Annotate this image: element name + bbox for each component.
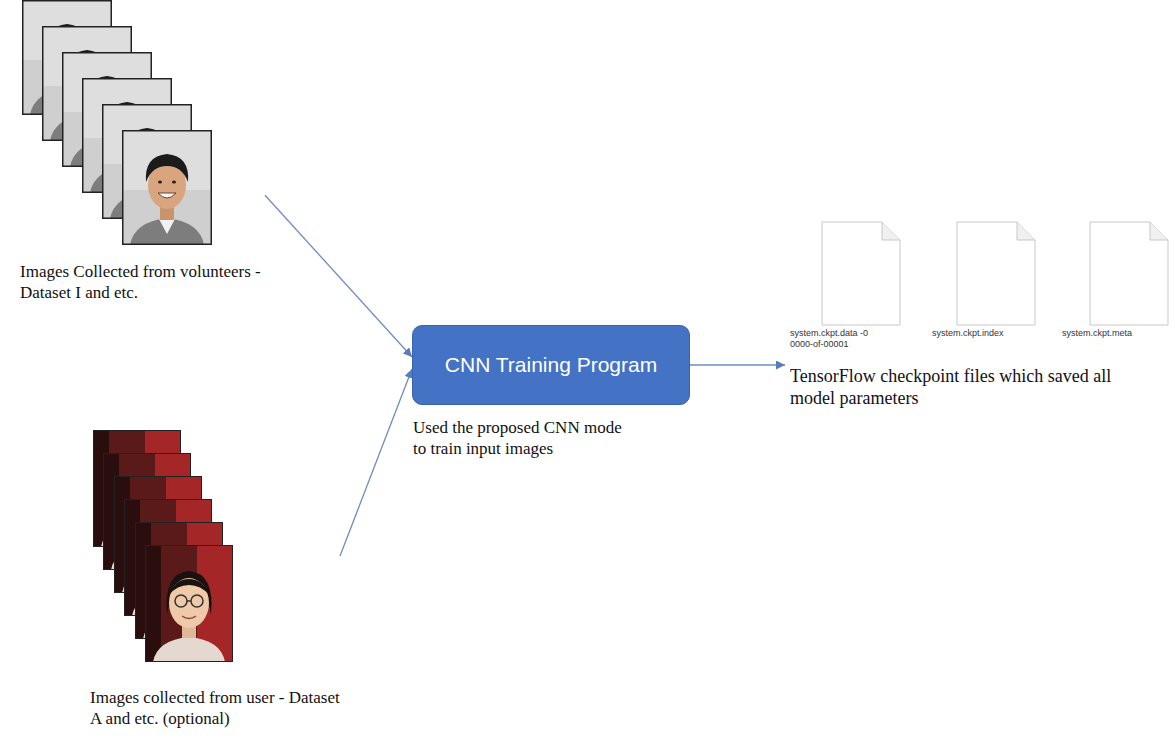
file-fold bbox=[882, 222, 900, 240]
file-page bbox=[957, 222, 1035, 325]
file-icon: system.ckpt.meta bbox=[1057, 222, 1172, 372]
image-stack: Images Collected from volunteers - Datas… bbox=[20, 0, 265, 305]
file-icon: system.ckpt.data -00000-of-00001 bbox=[785, 222, 910, 372]
arrow-connector bbox=[690, 364, 785, 365]
file-name: system.ckpt.meta bbox=[1062, 328, 1144, 339]
file-fold bbox=[1150, 222, 1168, 240]
file-icons bbox=[822, 222, 1168, 325]
caption: Images Collected from volunteers - Datas… bbox=[20, 262, 265, 303]
photo bbox=[122, 130, 212, 245]
text-holder: Used the proposed CNN mode to train inpu… bbox=[413, 418, 638, 459]
text-holder: Images Collected from volunteers - Datas… bbox=[20, 262, 265, 303]
file-icon: system.ckpt.index bbox=[927, 222, 1042, 372]
file-page bbox=[822, 222, 900, 325]
caption: Images collected from user - Dataset A a… bbox=[90, 688, 340, 729]
text-holder: CNN Training Program bbox=[413, 326, 689, 404]
file-fold bbox=[1017, 222, 1035, 240]
process-box: CNN Training ProgramUsed the proposed CN… bbox=[412, 325, 690, 405]
arrow-connector bbox=[340, 369, 412, 556]
box-title: CNN Training Program bbox=[445, 353, 657, 377]
image-stack: Images collected from user - Dataset A a… bbox=[90, 430, 340, 745]
text-holder: system.ckpt.index bbox=[932, 328, 1004, 339]
text-holder: system.ckpt.data -00000-of-00001 bbox=[790, 328, 870, 351]
text-holder: Images collected from user - Dataset A a… bbox=[90, 688, 340, 729]
file-name: system.ckpt.data -00000-of-00001 bbox=[790, 328, 870, 351]
text-holder: system.ckpt.meta bbox=[1062, 328, 1144, 339]
photo bbox=[145, 545, 233, 662]
file-name: system.ckpt.index bbox=[932, 328, 1004, 339]
caption: Used the proposed CNN mode to train inpu… bbox=[413, 418, 638, 459]
arrow-connector bbox=[265, 195, 412, 357]
caption: TensorFlow checkpoint files which saved … bbox=[790, 366, 1130, 410]
text-holder: TensorFlow checkpoint files which saved … bbox=[790, 366, 1130, 410]
file-page bbox=[1090, 222, 1168, 325]
photo-stack bbox=[93, 430, 233, 662]
photo-stack bbox=[22, 0, 212, 245]
